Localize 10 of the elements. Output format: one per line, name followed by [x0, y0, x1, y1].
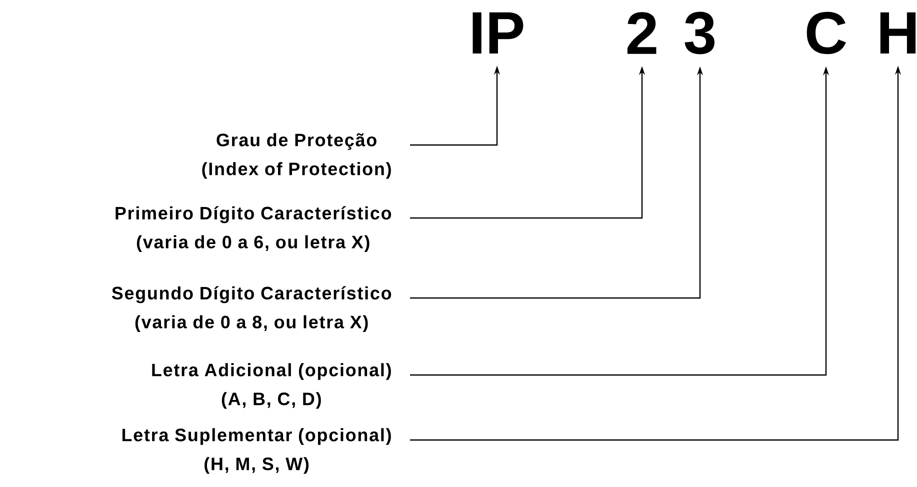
label-text: Letra Adicional (opcional) (A, B, C, D): [152, 363, 391, 409]
label-text: Primeiro Dígito Característico (varia de 0 a 6, ou letra X): [116, 206, 392, 252]
code-letter: H: [880, 12, 916, 54]
code-letter: 3: [684, 12, 714, 54]
label-text: Grau de Proteção (Index of Protection): [202, 133, 391, 179]
code-letter: 2: [627, 12, 656, 54]
code-letter: C: [806, 12, 846, 54]
label-text: Segundo Dígito Característico (varia de 0 a 8, ou letra X): [112, 286, 392, 332]
code-letter: IP: [472, 12, 524, 54]
label-text: Letra Suplementar (opcional) (H, M, S, W): [122, 428, 391, 474]
